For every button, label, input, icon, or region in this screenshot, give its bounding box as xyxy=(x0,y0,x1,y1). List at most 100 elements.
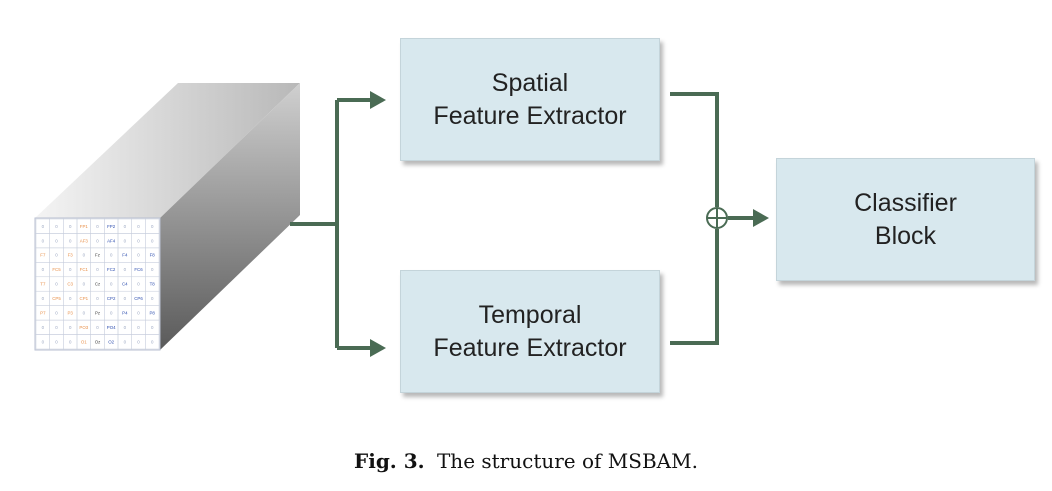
electrode-label: 0 xyxy=(124,267,127,272)
electrode-label: 0 xyxy=(83,253,86,258)
electrode-label: PO4 xyxy=(107,325,116,330)
electrode-label: O1 xyxy=(81,339,87,344)
electrode-label: 0 xyxy=(137,325,140,330)
electrode-label: 0 xyxy=(124,339,127,344)
electrode-label: 0 xyxy=(69,325,72,330)
electrode-label: P8 xyxy=(149,310,155,315)
caption-label: Fig. 3. xyxy=(354,449,425,473)
electrode-label: 0 xyxy=(96,224,99,229)
electrode-label: O2 xyxy=(108,339,114,344)
electrode-label: P4 xyxy=(122,310,128,315)
electrode-label: 0 xyxy=(124,238,127,243)
electrode-label: FP1 xyxy=(80,224,89,229)
electrode-label: P7 xyxy=(40,310,46,315)
temporal-feature-extractor-box: Temporal Feature Extractor xyxy=(400,270,660,393)
electrode-label: 0 xyxy=(83,282,86,287)
electrode-label: F8 xyxy=(150,253,156,258)
grid-cell xyxy=(145,334,160,350)
electrode-label: 0 xyxy=(96,267,99,272)
electrode-label: 0 xyxy=(110,310,113,315)
electrode-label: 0 xyxy=(83,310,86,315)
electrode-label: 0 xyxy=(96,238,99,243)
electrode-label: 0 xyxy=(151,267,154,272)
electrode-label: 0 xyxy=(69,224,72,229)
electrode-label: 0 xyxy=(42,339,45,344)
electrode-label: F4 xyxy=(122,253,128,258)
electrode-label: P3 xyxy=(67,310,73,315)
electrode-label: 0 xyxy=(42,296,45,301)
electrode-label: 0 xyxy=(137,238,140,243)
classifier-block-box: Classifier Block xyxy=(776,158,1035,281)
electrode-label: 0 xyxy=(124,296,127,301)
spatial-box-line2: Feature Extractor xyxy=(433,101,627,130)
electrode-label: 0 xyxy=(42,224,45,229)
electrode-label: 0 xyxy=(42,238,45,243)
cube-side-face xyxy=(160,83,300,350)
fusion-plus-symbol xyxy=(706,207,728,229)
classifier-box-line2: Block xyxy=(874,221,937,250)
electrode-label: 0 xyxy=(55,224,58,229)
electrode-label: 0 xyxy=(110,253,113,258)
electrode-label: 0 xyxy=(42,325,45,330)
cube-top-face xyxy=(35,83,300,218)
electrode-label: Cz xyxy=(95,282,100,287)
electrode-label: 0 xyxy=(137,310,140,315)
electrode-label: 0 xyxy=(137,253,140,258)
electrode-label: Oz xyxy=(95,339,101,344)
electrode-label: FC1 xyxy=(80,267,89,272)
temporal-box-line2: Feature Extractor xyxy=(433,333,627,362)
electrode-label: 0 xyxy=(69,267,72,272)
electrode-label: FC6 xyxy=(134,267,143,272)
electrode-label: 0 xyxy=(55,253,58,258)
arrow-head-temporal xyxy=(370,339,386,357)
electrode-label: Pz xyxy=(95,310,100,315)
connectors xyxy=(290,92,755,350)
electrode-label: 0 xyxy=(69,296,72,301)
electrode-label: 0 xyxy=(96,325,99,330)
electrode-label: FC5 xyxy=(52,267,61,272)
arrow-head-classifier xyxy=(753,209,769,227)
electrode-label: C3 xyxy=(67,282,73,287)
electrode-label: F3 xyxy=(68,253,74,258)
electrode-label: AF4 xyxy=(107,238,116,243)
electrode-label: 0 xyxy=(137,282,140,287)
electrode-label: FP2 xyxy=(107,224,116,229)
electrode-label: 0 xyxy=(69,238,72,243)
cube-front-face xyxy=(34,217,161,351)
temporal-box-line1: Temporal xyxy=(478,300,582,329)
electrode-label: 0 xyxy=(151,339,154,344)
arrow-head-spatial xyxy=(370,91,386,109)
electrode-label: 0 xyxy=(137,224,140,229)
electrode-label: 0 xyxy=(55,310,58,315)
electrode-label: 0 xyxy=(55,238,58,243)
electrode-label: FC2 xyxy=(107,267,116,272)
temporal-to-merge-line xyxy=(670,229,719,345)
caption-text: The structure of MSBAM. xyxy=(436,449,698,473)
electrode-label: 0 xyxy=(42,267,45,272)
electrode-label: 0 xyxy=(151,238,154,243)
electrode-label: 0 xyxy=(151,296,154,301)
electrode-label: 0 xyxy=(55,282,58,287)
electrode-label: CP1 xyxy=(80,296,89,301)
electrode-label: 0 xyxy=(151,224,154,229)
electrode-label: 0 xyxy=(124,224,127,229)
electrode-label: 0 xyxy=(124,325,127,330)
electrode-label: T7 xyxy=(40,282,46,287)
electrode-label: 0 xyxy=(151,325,154,330)
electrode-label: AF3 xyxy=(80,238,89,243)
figure-caption: Fig. 3. The structure of MSBAM. xyxy=(0,449,1052,473)
electrode-label: CP5 xyxy=(52,296,61,301)
electrode-label: 0 xyxy=(55,325,58,330)
electrode-label: C4 xyxy=(122,282,128,287)
electrode-label: Fz xyxy=(95,253,100,258)
spatial-feature-extractor-box: Spatial Feature Extractor xyxy=(400,38,660,161)
electrode-label: CP2 xyxy=(107,296,116,301)
input-split-line xyxy=(290,100,339,348)
electrode-label: 0 xyxy=(69,339,72,344)
spatial-box-line1: Spatial xyxy=(491,68,569,97)
electrode-label: 0 xyxy=(96,296,99,301)
electrode-label: CP6 xyxy=(134,296,143,301)
